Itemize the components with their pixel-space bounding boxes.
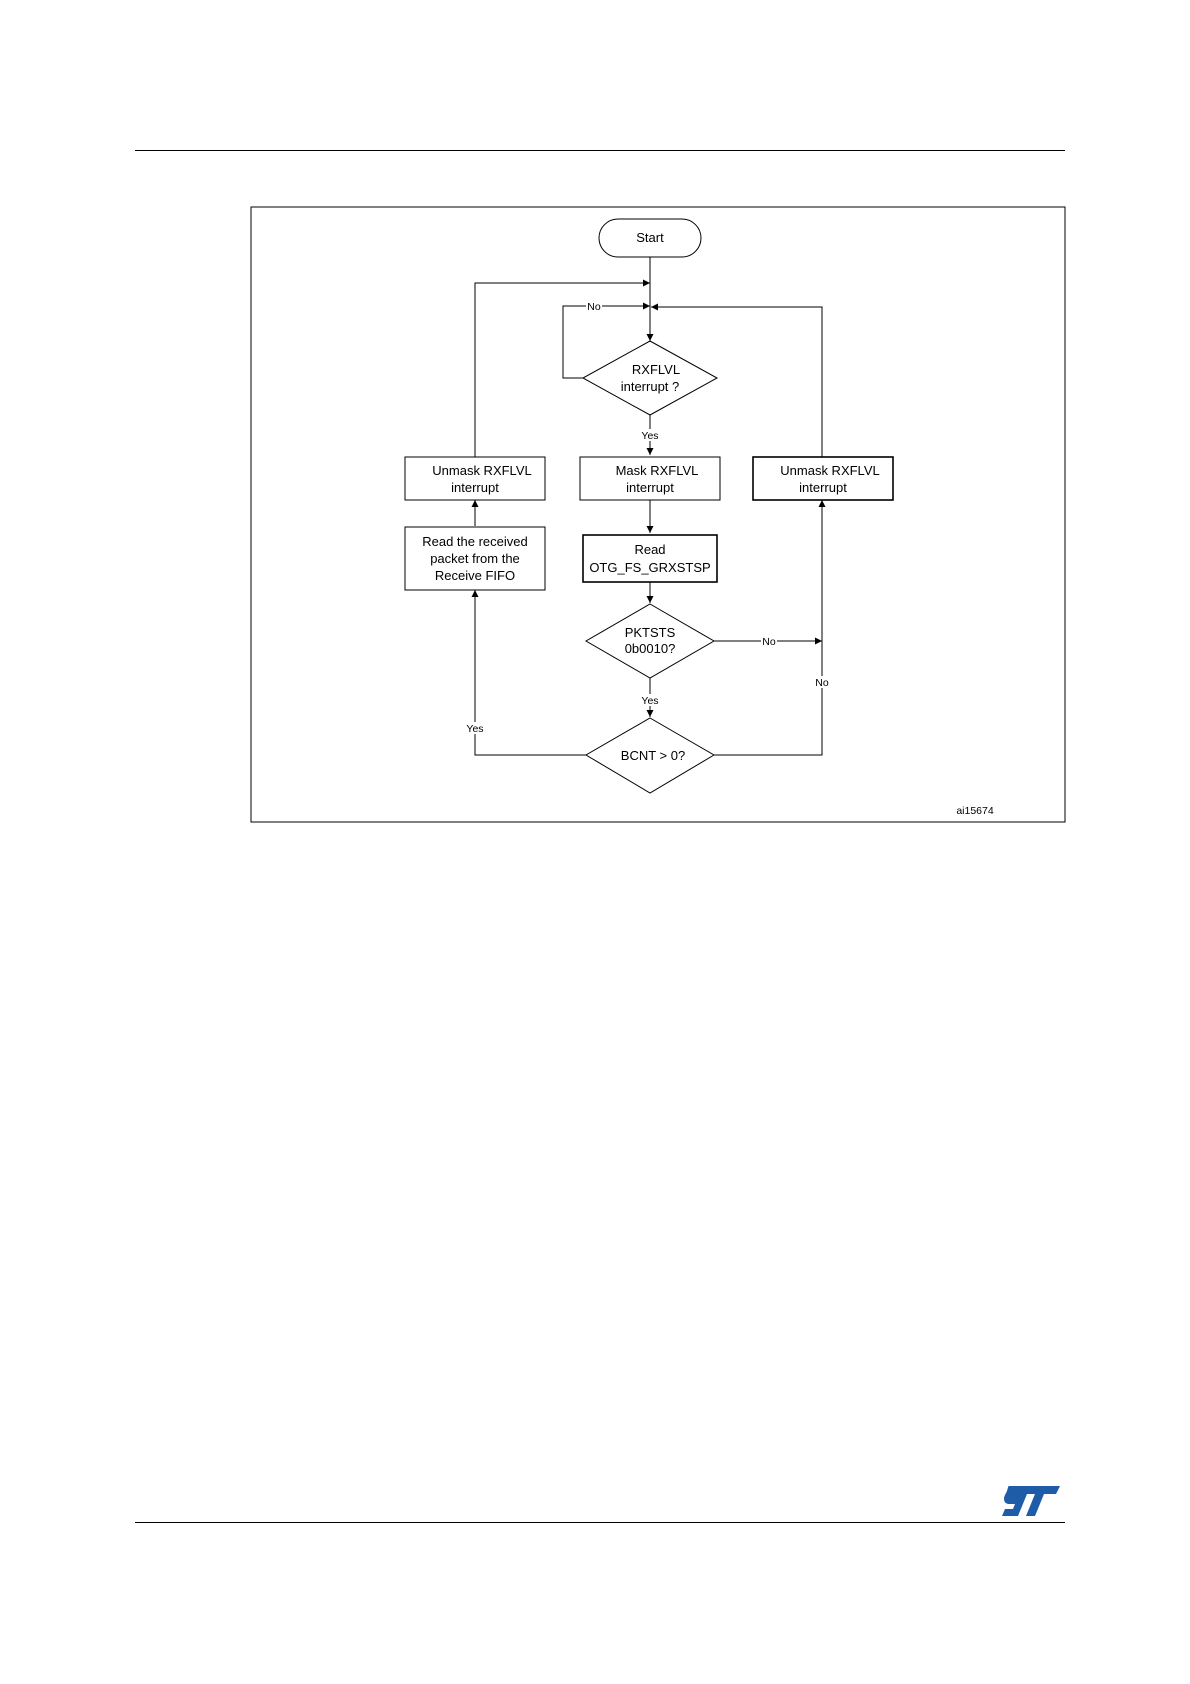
- label-bcnt-no: No: [815, 677, 829, 689]
- start-terminator: Start: [599, 219, 701, 257]
- read-fifo-line2: packet from the: [430, 551, 520, 566]
- rxflvl-decision-line1: RXFLVL: [632, 362, 680, 377]
- read-fifo-line3: Receive FIFO: [435, 568, 515, 583]
- figure-id-label: ai15674: [956, 805, 994, 817]
- unmask-right-line1: Unmask RXFLVL: [780, 463, 879, 478]
- start-label: Start: [636, 230, 664, 245]
- read-fifo-box: Read the received packet from the Receiv…: [405, 527, 545, 590]
- pktsts-decision-line2: 0b0010?: [625, 641, 676, 656]
- unmask-rxflvl-left-box: Unmask RXFLVL interrupt: [405, 457, 545, 500]
- bcnt-decision: BCNT > 0?: [586, 718, 714, 793]
- unmask-rxflvl-right-box: Unmask RXFLVL interrupt: [753, 457, 893, 500]
- mask-rxflvl-line2: interrupt: [626, 480, 674, 495]
- unmask-left-line1: Unmask RXFLVL: [432, 463, 531, 478]
- label-rxflvl-yes: Yes: [641, 430, 658, 442]
- label-pktsts-yes: Yes: [641, 695, 658, 707]
- rxflvl-decision-line2: interrupt ?: [621, 379, 680, 394]
- label-bcnt-yes: Yes: [466, 723, 483, 735]
- mask-rxflvl-box: Mask RXFLVL interrupt: [580, 457, 720, 500]
- unmask-left-line2: interrupt: [451, 480, 499, 495]
- pktsts-decision: PKTSTS 0b0010?: [586, 604, 714, 678]
- footer-rule: [135, 1522, 1065, 1523]
- unmask-right-line2: interrupt: [799, 480, 847, 495]
- st-logo-icon: [1000, 1484, 1062, 1518]
- edge-bcnt-yes-to-read-fifo: [475, 590, 586, 755]
- label-rxflvl-no: No: [587, 301, 601, 313]
- pktsts-decision-line1: PKTSTS: [625, 625, 676, 640]
- rxflvl-decision: RXFLVL interrupt ?: [583, 341, 717, 415]
- read-grxstsp-line1: Read: [634, 542, 665, 557]
- bcnt-decision-label: BCNT > 0?: [621, 748, 685, 763]
- label-pktsts-no: No: [762, 636, 776, 648]
- mask-rxflvl-line1: Mask RXFLVL: [616, 463, 699, 478]
- read-fifo-line1: Read the received: [422, 534, 528, 549]
- read-grxstsp-line2: OTG_FS_GRXSTSP: [589, 560, 710, 575]
- edge-bcnt-no-to-unmask-right: [714, 500, 822, 755]
- read-grxstsp-box: Read OTG_FS_GRXSTSP: [583, 535, 717, 582]
